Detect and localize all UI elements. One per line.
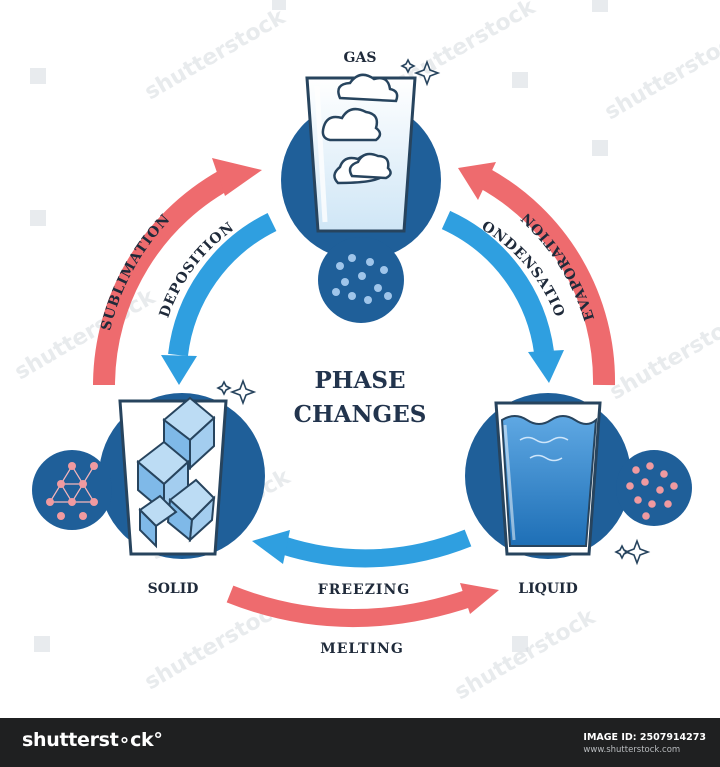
cloud-icon <box>321 107 382 142</box>
condensation-arrow <box>441 210 564 383</box>
sparkle-icon <box>614 538 651 566</box>
gas-label: GAS <box>344 50 377 66</box>
ice-cube-icon <box>166 478 216 543</box>
shutterstock-logo: shutterst∘ck° <box>22 729 163 751</box>
liquid-label: LIQUID <box>518 581 578 597</box>
watermark-text: shutterstock <box>606 304 720 405</box>
site-url: www.shutterstock.com <box>583 745 681 755</box>
watermark-text: shutterstock <box>601 24 720 125</box>
diagram-title-line1: PHASE <box>314 367 405 394</box>
water-fill <box>500 415 598 547</box>
image-id-block: IMAGE ID: 2507914273 www.shutterstock.co… <box>583 731 706 757</box>
cloud-icon <box>348 152 392 180</box>
watermark-text: shutterstock <box>11 284 161 385</box>
sparkle-icon <box>216 378 257 406</box>
ice-cube-icon <box>162 396 216 471</box>
sparkle-icon <box>400 58 441 87</box>
image-id: IMAGE ID: 2507914273 <box>583 732 706 743</box>
freezing-arrow <box>252 529 472 568</box>
watermark-text: shutterstock <box>451 604 601 705</box>
solid-state: SOLID <box>32 378 265 597</box>
gas-state: GAS <box>281 50 441 323</box>
deposition-arrow <box>161 213 277 385</box>
diagram-title-line2: CHANGES <box>294 401 427 428</box>
liquid-state: LIQUID <box>465 393 692 597</box>
liquid-molecule-bubble <box>598 450 692 526</box>
sublimation-arrow <box>93 158 262 386</box>
melting-label: MELTING <box>320 641 404 657</box>
evaporation-arrow <box>458 162 616 386</box>
cloud-icon <box>337 73 399 103</box>
freezing-label: FREEZING <box>318 582 410 598</box>
watermark-text: shutterstock <box>141 4 291 105</box>
melting-arrow <box>226 583 499 627</box>
ice-cube-icon <box>138 494 178 549</box>
water-waves <box>519 436 569 462</box>
stock-footer-bar: shutterst∘ck° IMAGE ID: 2507914273 www.s… <box>0 718 720 767</box>
gas-molecule-bubble <box>318 235 404 323</box>
solid-label: SOLID <box>148 581 199 597</box>
phase-changes-diagram: shutterstock shutterstock shutterstock s… <box>0 0 720 705</box>
